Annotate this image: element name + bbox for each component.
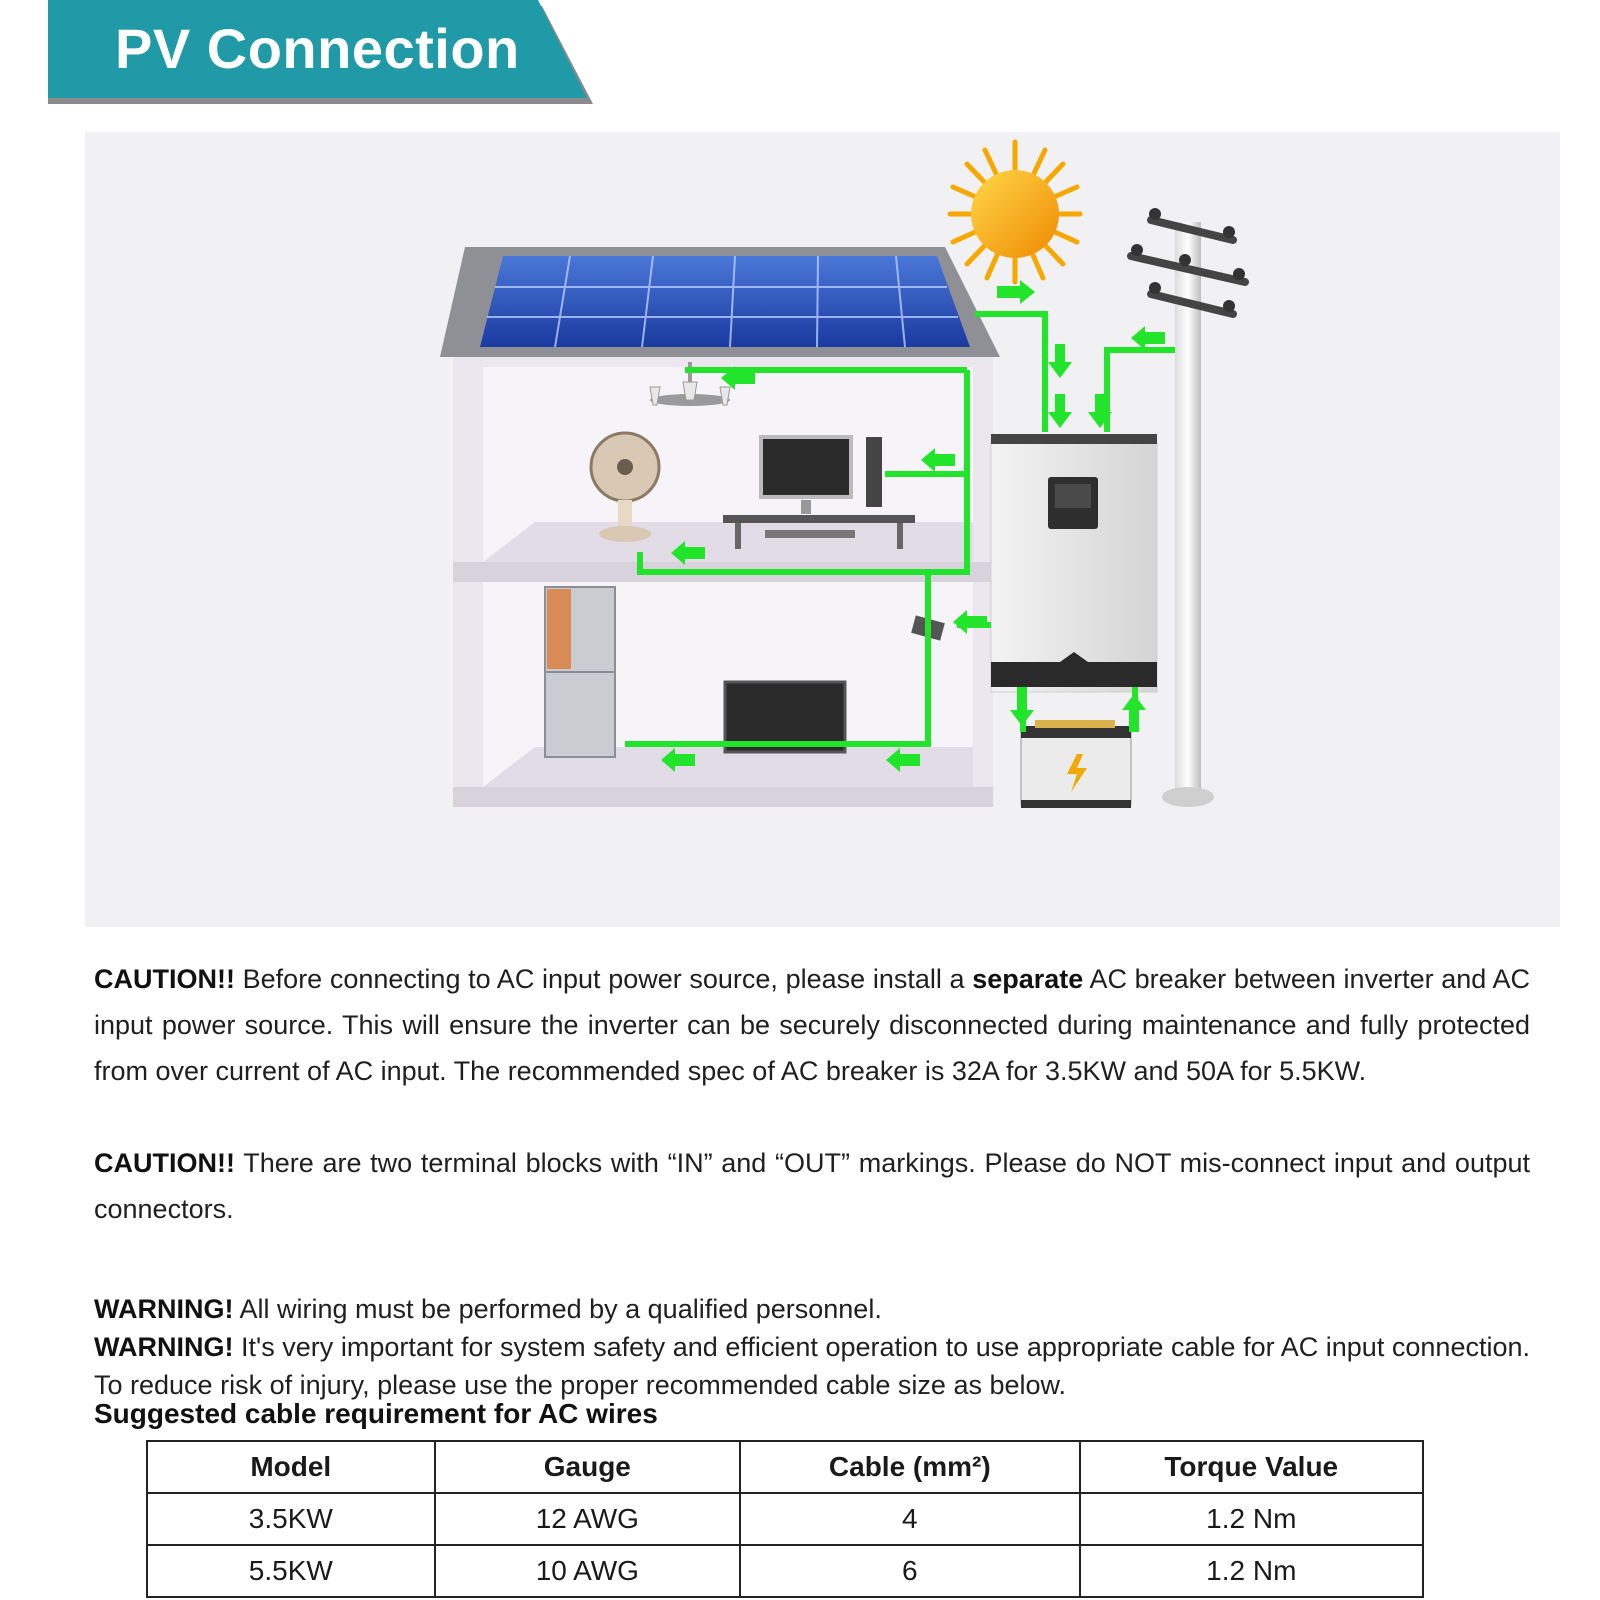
- cable-requirement-table: Model Gauge Cable (mm²) Torque Value 3.5…: [146, 1440, 1425, 1598]
- column-header-torque: Torque Value: [1078, 1440, 1425, 1494]
- column-header-model: Model: [146, 1440, 436, 1494]
- solar-panel-icon: [480, 255, 970, 348]
- header-banner: PV Connection: [48, 0, 593, 104]
- cell-gauge: 12 AWG: [433, 1492, 742, 1546]
- cell-torque: 1.2 Nm: [1078, 1492, 1425, 1546]
- flow-arrows: [661, 280, 1165, 772]
- warning-label: WARNING!: [94, 1332, 234, 1362]
- caution-label: CAUTION!!: [94, 964, 235, 994]
- warning2-text: It's very important for system safety an…: [94, 1332, 1530, 1400]
- inverter-icon: [990, 434, 1158, 693]
- cell-cable: 4: [739, 1492, 1081, 1546]
- cell-torque: 1.2 Nm: [1078, 1544, 1425, 1598]
- cable-table-title: Suggested cable requirement for AC wires: [94, 1398, 658, 1429]
- caution1-text-b: AC breaker between inverter and AC input…: [94, 964, 1530, 1086]
- page-title: PV Connection: [115, 17, 520, 80]
- tv-icon: [723, 680, 847, 754]
- cell-cable: 6: [739, 1544, 1081, 1598]
- caution1-emphasis: separate: [972, 964, 1084, 994]
- caution-ac-breaker: CAUTION!! Before connecting to AC input …: [94, 956, 1530, 1094]
- warning-qualified-personnel: WARNING! All wiring must be performed by…: [94, 1290, 1530, 1328]
- caution-label: CAUTION!!: [94, 1148, 235, 1178]
- caution2-text: There are two terminal blocks with “IN” …: [94, 1148, 1530, 1224]
- utility-pole-icon: [1127, 208, 1249, 807]
- table-row: 5.5KW 10 AWG 6 1.2 Nm: [146, 1544, 1425, 1598]
- warning-label: WARNING!: [94, 1294, 234, 1324]
- cell-gauge: 10 AWG: [433, 1544, 742, 1598]
- cell-model: 3.5KW: [146, 1492, 436, 1546]
- warning1-text: All wiring must be performed by a qualif…: [233, 1294, 882, 1324]
- chandelier-icon: [649, 362, 731, 406]
- system-illustration: [85, 132, 1560, 927]
- battery-icon: [1020, 720, 1132, 808]
- computer-icon: [723, 435, 915, 549]
- refrigerator-icon: [544, 586, 616, 758]
- house-icon: [440, 247, 1000, 807]
- column-header-gauge: Gauge: [433, 1440, 742, 1494]
- caution1-text-a: Before connecting to AC input power sour…: [234, 964, 973, 994]
- warning-block: WARNING! All wiring must be performed by…: [94, 1290, 1530, 1404]
- fan-icon: [589, 431, 661, 542]
- table-row: 3.5KW 12 AWG 4 1.2 Nm: [146, 1492, 1425, 1546]
- sun-icon: [947, 139, 1083, 285]
- column-header-cable: Cable (mm²): [739, 1440, 1081, 1494]
- warning-cable-size: WARNING! It's very important for system …: [94, 1328, 1530, 1404]
- caution-terminal-blocks: CAUTION!! There are two terminal blocks …: [94, 1140, 1530, 1232]
- banner-shape: [48, 0, 593, 104]
- table-header-row: Model Gauge Cable (mm²) Torque Value: [146, 1440, 1425, 1494]
- illustration-canvas: [440, 139, 1249, 808]
- cell-model: 5.5KW: [146, 1544, 436, 1598]
